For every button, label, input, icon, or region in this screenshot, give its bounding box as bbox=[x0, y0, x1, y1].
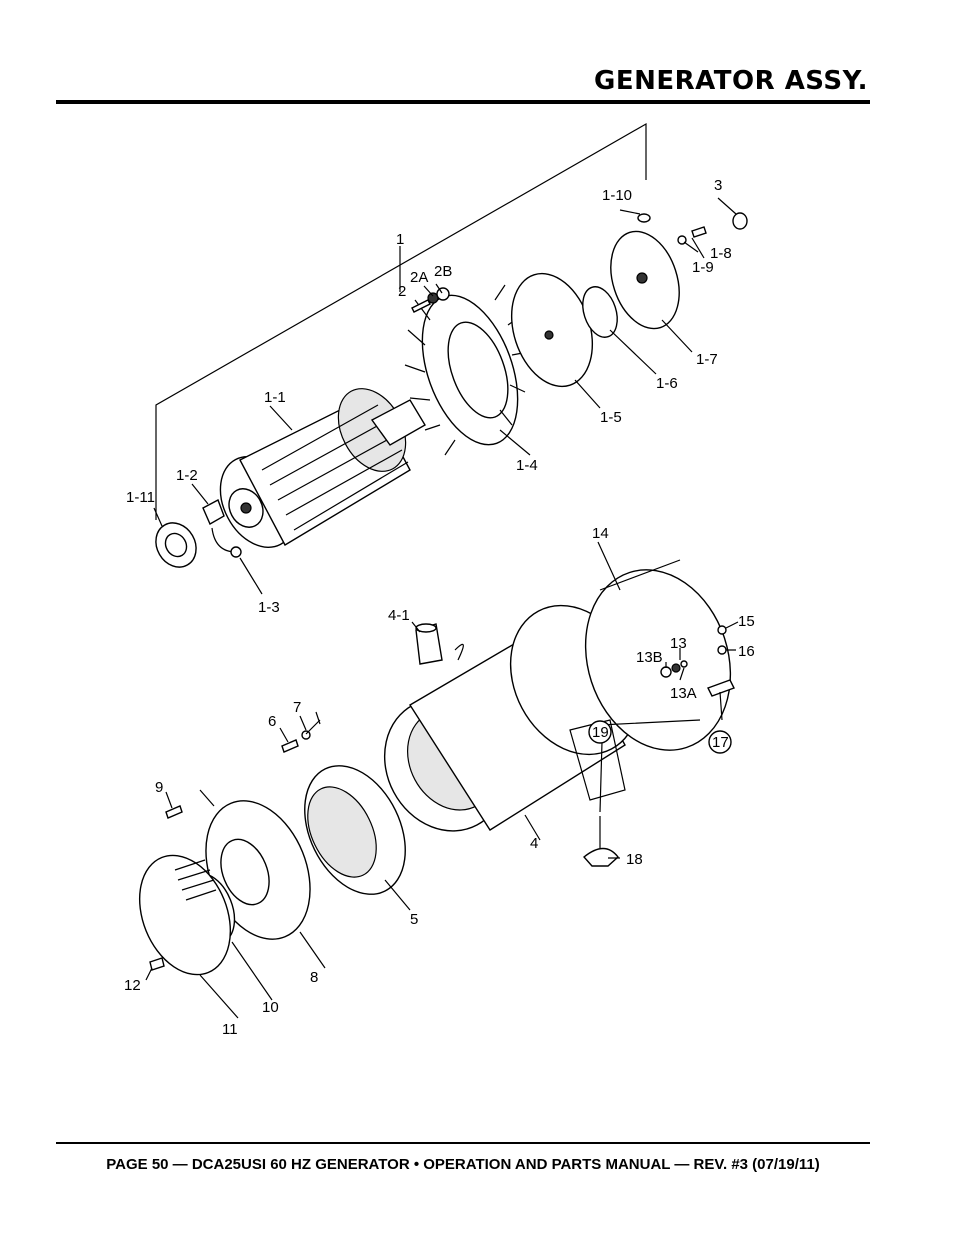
callout-3: 3 bbox=[714, 177, 722, 194]
small-hardware-bottom bbox=[149, 625, 735, 971]
callout-1-8: 1-8 bbox=[710, 245, 732, 262]
callout-19: 19 bbox=[592, 724, 609, 741]
callout-11: 11 bbox=[222, 1021, 238, 1038]
callout-8: 8 bbox=[310, 969, 318, 986]
rotor-group-bracket bbox=[155, 122, 647, 520]
rotor-assembly bbox=[219, 388, 426, 548]
callout-6: 6 bbox=[268, 713, 276, 730]
callout-1-3: 1-3 bbox=[258, 599, 280, 616]
callout-17-circle bbox=[708, 730, 732, 754]
leader-lines bbox=[145, 197, 739, 1019]
callout-1-9: 1-9 bbox=[692, 259, 714, 276]
header-rule bbox=[56, 100, 870, 104]
callout-4: 4 bbox=[530, 835, 538, 852]
exciter-stator bbox=[304, 765, 406, 895]
seal-ring-and-cover bbox=[138, 854, 236, 976]
callout-13a: 13A bbox=[670, 685, 697, 702]
small-hardware-top bbox=[411, 212, 748, 313]
page-title: GENERATOR ASSY. bbox=[594, 66, 868, 96]
end-cover bbox=[584, 559, 732, 751]
callout-7: 7 bbox=[293, 699, 301, 716]
callout-1-5: 1-5 bbox=[600, 409, 622, 426]
callout-1-11: 1-11 bbox=[126, 489, 155, 506]
callout-10: 10 bbox=[262, 999, 279, 1016]
callout-13b: 13B bbox=[636, 649, 663, 666]
callout-1: 1 bbox=[396, 231, 404, 248]
rotor-bearing bbox=[155, 499, 242, 568]
callout-labels: 1 1-1 1-2 1-3 1-4 1-5 1-6 1-7 1-8 1-9 1-… bbox=[124, 177, 755, 1038]
end-plates bbox=[510, 230, 680, 388]
callout-1-6: 1-6 bbox=[656, 375, 678, 392]
callout-4-1: 4-1 bbox=[388, 607, 410, 624]
callout-18: 18 bbox=[626, 851, 643, 868]
page-footer: PAGE 50 — DCA25USI 60 HZ GENERATOR • OPE… bbox=[106, 1156, 820, 1173]
callout-12: 12 bbox=[124, 977, 141, 994]
callout-13: 13 bbox=[670, 635, 687, 652]
stator-housing bbox=[383, 604, 641, 832]
callout-2a: 2A bbox=[410, 269, 428, 286]
terminal-cap bbox=[415, 623, 443, 665]
callout-1-1: 1-1 bbox=[264, 389, 286, 406]
callout-1-4: 1-4 bbox=[516, 457, 538, 474]
callout-1-7: 1-7 bbox=[696, 351, 718, 368]
callout-1-10: 1-10 bbox=[602, 187, 632, 204]
callout-1-2: 1-2 bbox=[176, 467, 198, 484]
callout-2b: 2B bbox=[434, 263, 452, 280]
callout-5: 5 bbox=[410, 911, 418, 928]
callout-14: 14 bbox=[592, 525, 609, 542]
callout-19-circle bbox=[588, 720, 612, 744]
footer-rule bbox=[56, 1142, 870, 1144]
callout-16: 16 bbox=[738, 643, 755, 660]
callout-2: 2 bbox=[398, 283, 406, 300]
callout-17: 17 bbox=[712, 734, 729, 751]
callout-9: 9 bbox=[155, 779, 163, 796]
callout-15: 15 bbox=[738, 613, 755, 630]
